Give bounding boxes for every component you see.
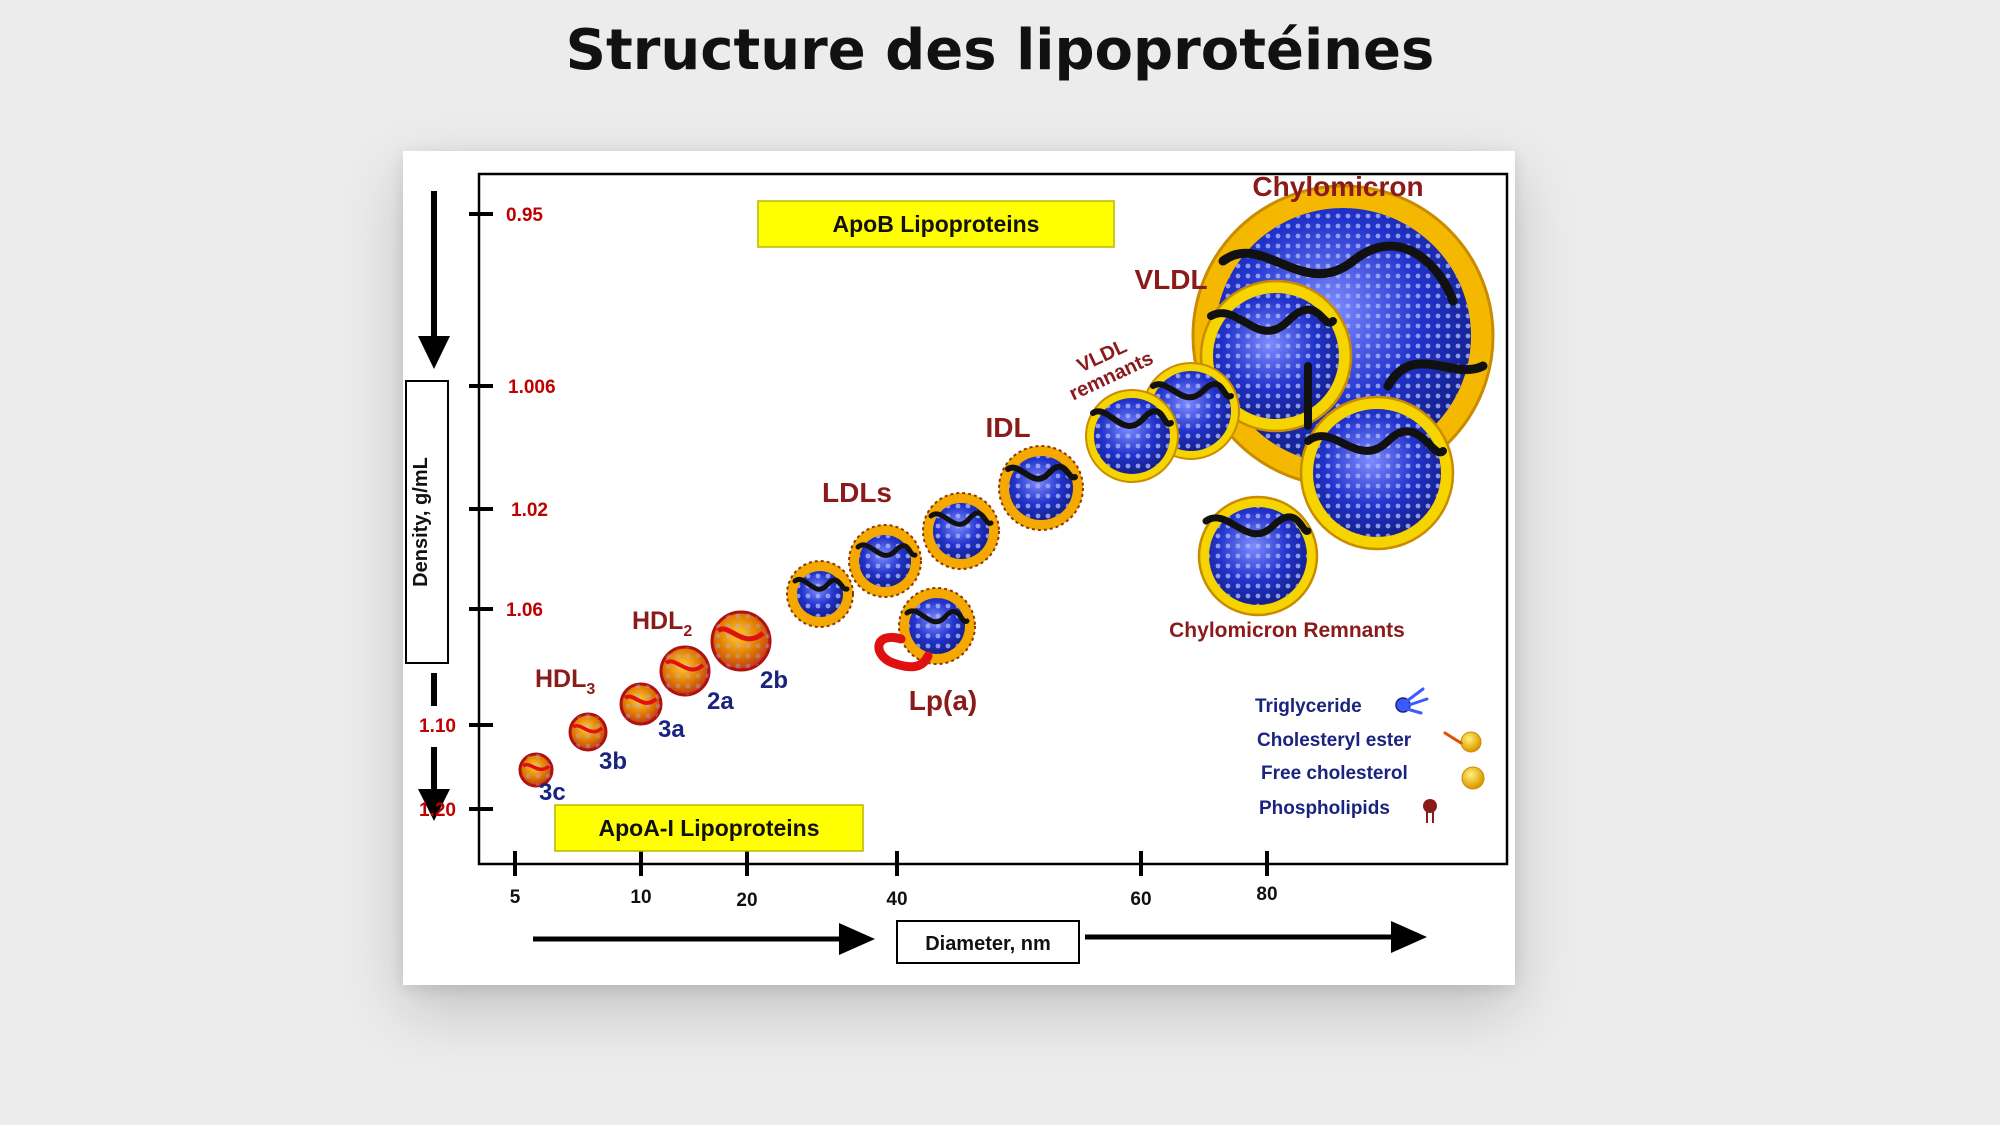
x-axis-ticks <box>513 851 1269 876</box>
label-ldls: LDLs <box>822 477 892 508</box>
apoa-banner <box>554 804 864 852</box>
label-hdl3: HDL3 <box>535 665 595 698</box>
legend-label-cholesteryl-ester: Cholesteryl ester <box>1257 730 1412 751</box>
y-tick-110: 1.10 <box>419 716 456 737</box>
label-subclass-2a: 2a <box>707 688 734 715</box>
hdl-2b-particle <box>710 610 772 672</box>
x-axis-title-box <box>896 920 1080 964</box>
label-subclass-3b: 3b <box>599 748 627 775</box>
apoa-banner-label: ApoA-I Lipoproteins <box>598 815 819 841</box>
hdl-3c-particle <box>518 752 554 788</box>
label-hdl2: HDL2 <box>632 607 692 640</box>
legend: Triglyceride Cholesteryl ester Free chol… <box>1255 687 1485 823</box>
x-tick-40: 40 <box>886 889 907 910</box>
plot-frame <box>477 172 1509 866</box>
cholesteryl-ester-icon <box>1443 731 1482 753</box>
label-subclass-2b: 2b <box>760 667 788 694</box>
legend-label-triglyceride: Triglyceride <box>1255 696 1362 717</box>
label-vldl: VLDL <box>1134 264 1207 295</box>
chylomicron-remnant-large <box>1299 395 1455 551</box>
vldl-particle <box>1199 279 1353 433</box>
x-tick-80: 80 <box>1256 884 1277 905</box>
triglyceride-icon <box>1395 687 1429 715</box>
apob-banner <box>757 200 1115 248</box>
x-tick-60: 60 <box>1130 889 1151 910</box>
vldl-remnant-particle-b <box>1085 389 1179 483</box>
y-axis-title-box <box>405 380 449 664</box>
chylomicron-remnant-small <box>1197 495 1319 617</box>
lipoprotein-diagram: Density, g/mL 0.95 1.006 1.02 1.06 1.10 … <box>405 171 1509 964</box>
label-chylomicron: Chylomicron <box>1252 171 1423 202</box>
diameter-arrow-left <box>533 923 875 955</box>
label-subclass-3a: 3a <box>658 716 685 743</box>
label-lpa: Lp(a) <box>909 685 977 716</box>
x-tick-20: 20 <box>736 890 757 911</box>
lpa-particle <box>874 587 976 672</box>
label-idl: IDL <box>985 412 1030 443</box>
legend-label-phospholipids: Phospholipids <box>1259 798 1390 819</box>
density-arrow-top <box>418 191 450 369</box>
label-chylomicron-remnants: Chylomicron Remnants <box>1169 619 1405 642</box>
idl-particle <box>998 445 1084 531</box>
hdl-3a-particle <box>619 682 663 726</box>
lipoprotein-figure: Density, g/mL 0.95 1.006 1.02 1.06 1.10 … <box>403 151 1515 985</box>
phospholipid-icon <box>1423 799 1437 823</box>
ldl-particle-small <box>786 560 854 628</box>
slide-title: Structure des lipoprotéines <box>565 18 1435 83</box>
y-axis-ticks <box>469 212 493 811</box>
apob-banner-label: ApoB Lipoproteins <box>833 211 1040 237</box>
ldl-particle-large <box>922 492 1000 570</box>
y-tick-102: 1.02 <box>511 500 548 521</box>
y-tick-1006: 1.006 <box>508 377 556 398</box>
hdl-3b-particle <box>568 712 608 752</box>
legend-label-free-cholesterol: Free cholesterol <box>1261 763 1408 784</box>
y-tick-095: 0.95 <box>506 205 543 226</box>
density-arrow-bottom <box>418 673 450 821</box>
ldl-particle-medium <box>848 524 922 598</box>
label-subclass-3c: 3c <box>539 779 566 806</box>
hdl-2a-particle <box>659 645 711 697</box>
x-axis-title: Diameter, nm <box>925 933 1051 955</box>
y-axis-title: Density, g/mL <box>410 457 432 587</box>
y-tick-120: 1.20 <box>419 800 456 821</box>
free-cholesterol-icon <box>1461 766 1485 790</box>
y-tick-106: 1.06 <box>506 600 543 621</box>
x-tick-10: 10 <box>630 887 651 908</box>
x-tick-5: 5 <box>510 887 521 908</box>
diameter-arrow-right <box>1085 921 1427 953</box>
